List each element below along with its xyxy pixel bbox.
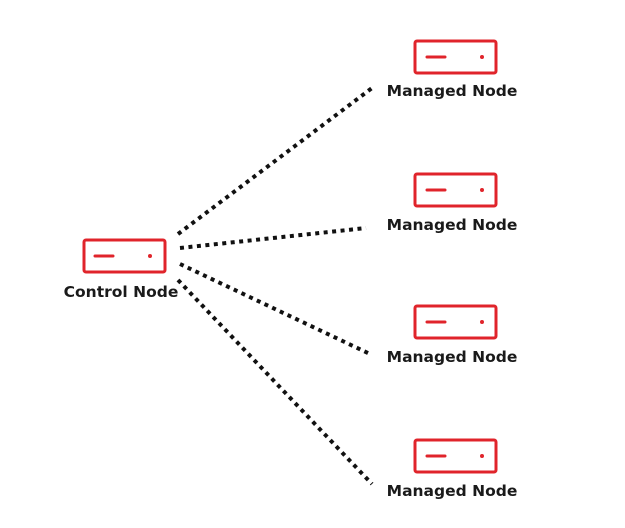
server-icon xyxy=(413,172,498,208)
managed-node: Managed Node xyxy=(387,304,518,366)
managed-node-label: Managed Node xyxy=(387,348,518,366)
control-node-label: Control Node xyxy=(64,283,179,301)
connector-line xyxy=(176,86,374,236)
managed-node: Managed Node xyxy=(387,172,518,234)
connector-line xyxy=(179,262,371,356)
server-icon xyxy=(413,39,498,75)
connector-line xyxy=(179,226,367,250)
managed-node: Managed Node xyxy=(387,39,518,100)
server-icon xyxy=(413,438,498,474)
control-node: Control Node xyxy=(64,238,179,301)
managed-node-label: Managed Node xyxy=(387,216,518,234)
connectors xyxy=(176,86,374,486)
managed-node: Managed Node xyxy=(387,438,518,500)
managed-node-label: Managed Node xyxy=(387,482,518,500)
server-icon xyxy=(413,304,498,340)
managed-node-label: Managed Node xyxy=(387,82,518,100)
server-icon xyxy=(82,238,167,274)
